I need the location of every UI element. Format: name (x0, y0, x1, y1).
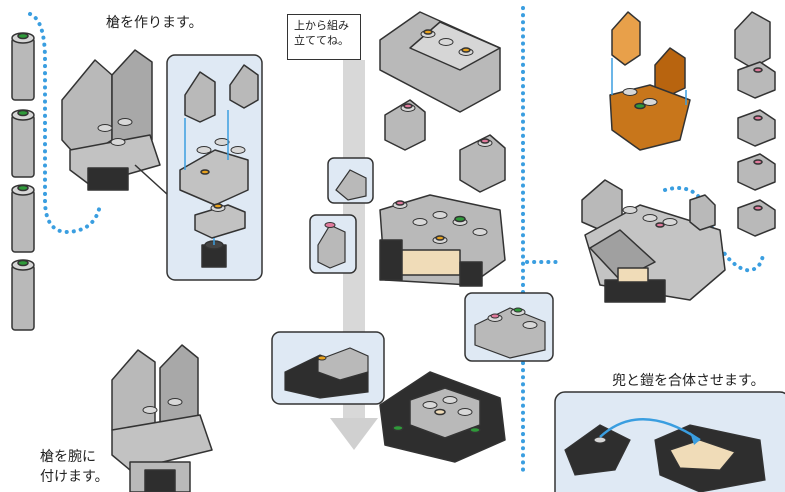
orange-helmet-parts (609, 11, 691, 151)
callout-panels (309, 157, 374, 274)
caption-make-spear: 槍を作ります。 (106, 15, 203, 31)
caption-merge-helmet-armor: 兜と鎧を合体させます。 (612, 373, 765, 389)
merge-panel (554, 391, 785, 492)
body-assembly (379, 194, 506, 287)
caption-spear-to-arm: 槍を腕に 付けます。 (40, 447, 130, 487)
small-brick-column (734, 11, 776, 237)
detail-panel (464, 292, 554, 362)
spear-assembly (61, 49, 169, 196)
merged-warrior (581, 179, 726, 303)
spear-on-arm (111, 344, 213, 492)
roof-assembly (379, 11, 506, 193)
pillar-column (11, 32, 35, 331)
caption-arm-line2: 付けます。 (40, 469, 109, 485)
spear-exploded-panel (166, 54, 263, 281)
caption-assemble-line2: 立ててね。 (294, 34, 349, 47)
caption-assemble-line1: 上から組み (294, 19, 349, 32)
caption-arm-line1: 槍を腕に (40, 449, 96, 465)
black-base (379, 371, 506, 463)
caption-assemble-from-top: 上から組み 立ててね。 (287, 14, 361, 60)
base-panel (271, 331, 385, 405)
